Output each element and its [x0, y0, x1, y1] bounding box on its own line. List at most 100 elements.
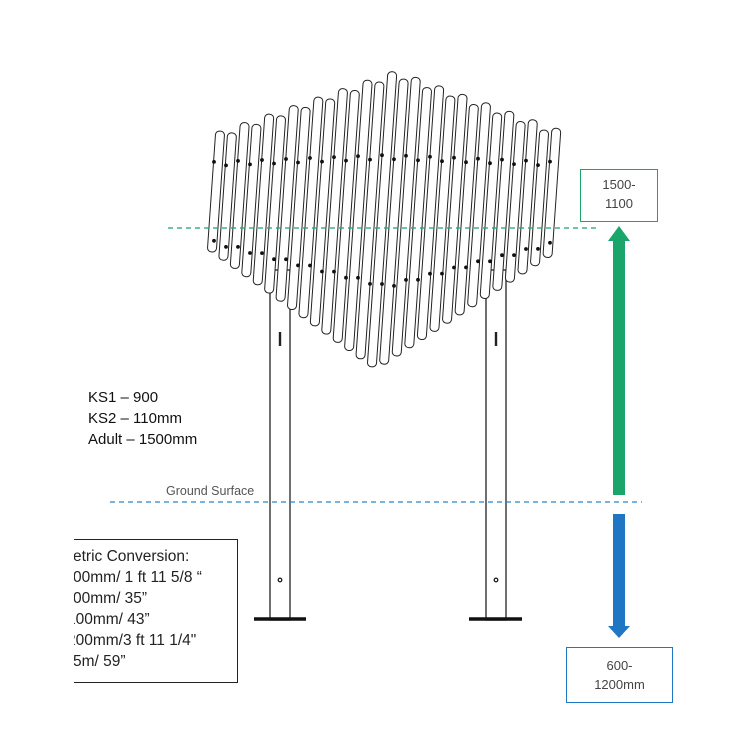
chime-tube: [229, 122, 250, 269]
mounting-dot: [308, 263, 312, 268]
conversion-row: 200mm/3 ft 11 1/4": [74, 632, 197, 649]
mounting-dot: [500, 253, 504, 258]
mounting-dot: [284, 257, 288, 262]
depth-dimension-line2: 1200mm: [594, 677, 645, 692]
mounting-dot: [260, 251, 264, 256]
chime-tube: [275, 105, 299, 302]
chime-tube: [416, 85, 445, 341]
mounting-dot: [452, 155, 456, 160]
chime-tube: [542, 127, 562, 258]
chime-tube: [309, 98, 336, 327]
mounting-dot: [536, 163, 540, 168]
mounting-dot: [296, 263, 300, 268]
chime-tube: [355, 81, 385, 360]
chime-tube: [332, 89, 360, 343]
mounting-dot: [224, 163, 228, 168]
chime-tube: [530, 129, 550, 267]
mounting-dot: [224, 245, 228, 249]
chime-tube: [517, 119, 538, 275]
metric-conversion-box: etric Conversion: 00mm/ 1 ft 11 5/8 “ 00…: [74, 539, 238, 683]
mounting-dot: [440, 159, 444, 164]
mounting-dot: [380, 282, 384, 286]
mounting-dot: [488, 259, 492, 264]
mounting-dot: [212, 160, 216, 164]
conversion-row: 5m/ 59”: [74, 653, 126, 670]
mounting-dot: [404, 153, 408, 158]
conversion-row: 00mm/ 1 ft 11 5/8 “: [74, 569, 202, 586]
mounting-dot: [548, 159, 552, 164]
chime-tube: [442, 93, 468, 324]
mounting-dot: [356, 154, 360, 159]
chime-tube: [492, 110, 515, 291]
chime-tube: [321, 88, 348, 335]
mounting-dot: [260, 158, 264, 162]
chime-tube: [404, 87, 432, 349]
mounting-dot: [500, 157, 504, 162]
chime-tube: [241, 123, 262, 278]
conversion-row: 00mm/ 35”: [74, 590, 148, 607]
chime-tube: [287, 106, 311, 311]
ground-surface-label: Ground Surface: [166, 484, 255, 498]
mounting-dot: [476, 156, 480, 161]
mounting-dot: [512, 162, 516, 167]
mounting-dot: [416, 158, 420, 163]
chime-tube: [367, 71, 398, 368]
chime-tube: [391, 76, 421, 357]
mounting-dot: [416, 277, 420, 282]
mounting-dots: [212, 153, 552, 288]
height-dimension-line1: 1500-: [602, 177, 636, 192]
chime-tube: [207, 130, 225, 253]
mounting-dot: [488, 161, 492, 166]
chime-tube: [344, 79, 373, 352]
mounting-dot: [524, 247, 528, 251]
mounting-dot: [428, 271, 432, 276]
mounting-dot: [332, 155, 336, 160]
chime-tube: [379, 78, 409, 365]
chime-tube: [252, 113, 275, 286]
mounting-dot: [380, 153, 384, 158]
mounting-dot: [284, 157, 288, 161]
mounting-dot: [356, 275, 360, 280]
mounting-dot: [272, 257, 276, 262]
chime-tubes: [207, 71, 562, 368]
depth-arrow-down: [608, 514, 630, 638]
height-arrow-up: [608, 226, 630, 495]
chime-tube: [264, 115, 286, 294]
mounting-dot: [308, 156, 312, 160]
ks1-label: KS1 – 900: [88, 389, 159, 406]
mounting-dot: [476, 259, 480, 264]
mounting-dot: [320, 269, 324, 274]
mounting-dot: [248, 162, 252, 167]
chime-tube: [467, 102, 491, 308]
depth-dimension-line1: 600-: [606, 658, 633, 673]
mounting-dot: [536, 247, 540, 251]
left-post: [269, 269, 291, 621]
mounting-dot: [392, 284, 396, 288]
mounting-dot: [548, 240, 552, 245]
mounting-dot: [368, 157, 372, 162]
mounting-dot: [368, 282, 372, 286]
right-post: [485, 269, 507, 621]
mounting-dot: [464, 265, 468, 270]
mounting-dot: [392, 157, 396, 162]
mounting-dot: [332, 269, 336, 274]
mounting-dot: [524, 158, 528, 163]
metric-conversion-title: etric Conversion:: [74, 548, 190, 565]
mounting-dot: [512, 253, 516, 257]
ks2-label: KS2 – 110mm: [88, 410, 182, 427]
chime-tube: [429, 95, 456, 332]
height-dimension-box: 1500- 1100: [580, 169, 658, 222]
mounting-dot: [344, 275, 348, 280]
chime-tube: [504, 120, 526, 283]
mounting-dot: [272, 161, 276, 166]
mounting-dot: [212, 238, 216, 243]
height-dimension-line2: 1100: [605, 196, 633, 211]
mounting-dot: [452, 265, 456, 270]
mounting-dot: [464, 160, 468, 165]
depth-dimension-box: 600- 1200mm: [566, 647, 673, 703]
chime-tube: [454, 104, 479, 316]
mounting-dot: [296, 160, 300, 165]
chime-tube: [479, 112, 503, 299]
mounting-dot: [404, 278, 408, 282]
